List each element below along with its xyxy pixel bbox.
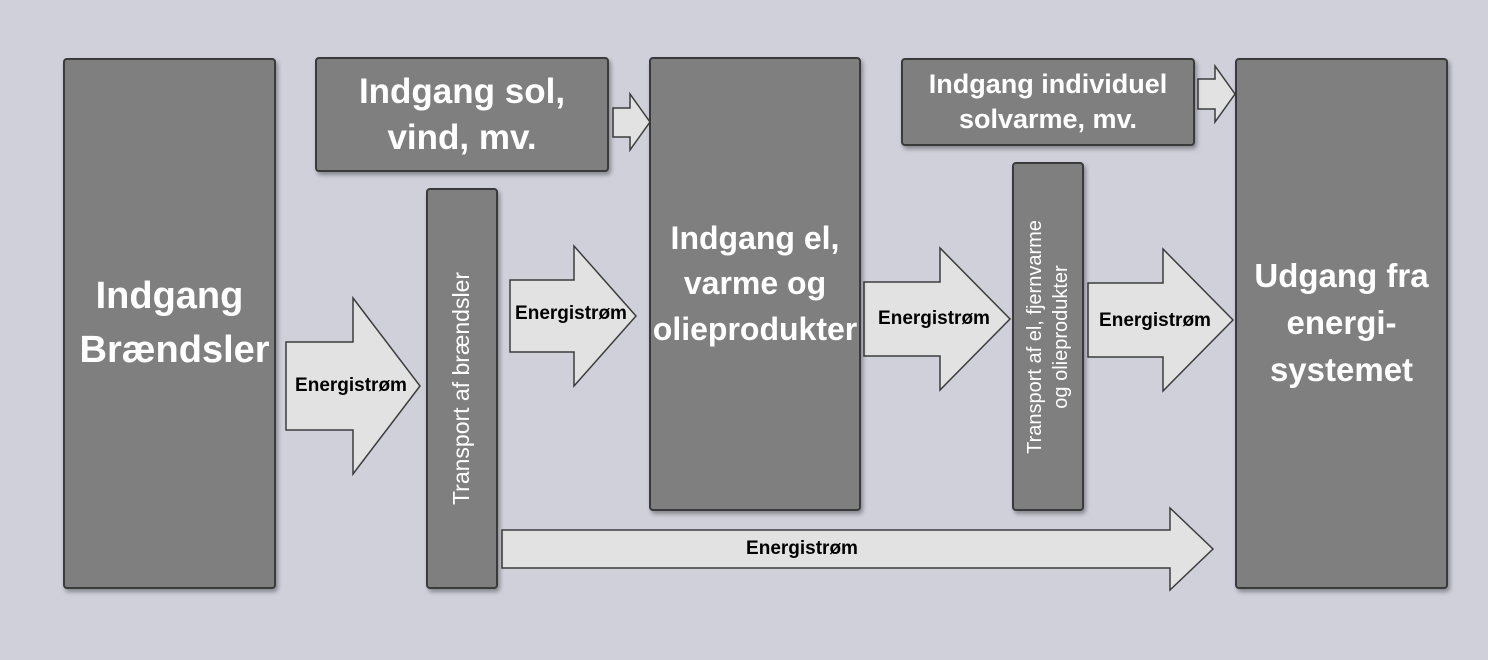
arrow-flow-4-label: Energistrøm [1099, 310, 1211, 331]
box-solar-wind-input: Indgang sol, vind, mv. [315, 57, 609, 172]
arrow-flow-bottom [501, 506, 1215, 592]
box-el-heat-oil-input-label: Indgang el, varme og olieprodukter [652, 219, 858, 347]
box-fuels-input: Indgang Brændsler [63, 58, 276, 589]
box-el-heat-oil-transport: Transport af el, fjernvarme og olieprodu… [1012, 162, 1084, 511]
box-solar-wind-input-label: Indgang sol, vind, mv. [358, 72, 566, 157]
box-individual-solar-input-label: Indgang individuel solvarme, mv. [928, 68, 1168, 134]
small-arrow-individual-solar [1197, 63, 1236, 125]
box-individual-solar-input: Indgang individuel solvarme, mv. [901, 58, 1195, 146]
arrow-flow-3-label: Energistrøm [878, 308, 990, 329]
arrow-flow-1-label: Energistrøm [295, 375, 407, 396]
arrow-flow-1 [285, 295, 421, 477]
box-fuels-input-label: Indgang Brændsler [79, 275, 270, 371]
box-system-output: Udgang fra energi-systemet [1235, 58, 1448, 589]
box-el-heat-oil-transport-label: Transport af el, fjernvarme og olieprodu… [1022, 220, 1074, 454]
transport-label-line-1: Transport af el, fjernvarme [1024, 219, 1047, 454]
small-arrow-solar-wind [612, 91, 651, 153]
box-fuel-transport-label: Transport af brændsler [448, 271, 475, 506]
box-fuel-transport: Transport af brændsler [426, 188, 498, 589]
arrow-flow-2-label: Energistrøm [515, 303, 627, 324]
arrow-flow-4 [1087, 247, 1235, 393]
arrow-flow-bottom-label: Energistrøm [746, 538, 858, 559]
box-system-output-label: Udgang fra energi-systemet [1254, 257, 1429, 388]
arrow-flow-2 [509, 244, 638, 388]
transport-label-line-2: og olieprodukter [1050, 264, 1073, 409]
arrow-flow-3 [863, 246, 1012, 392]
box-el-heat-oil-input: Indgang el, varme og olieprodukter [649, 57, 861, 511]
